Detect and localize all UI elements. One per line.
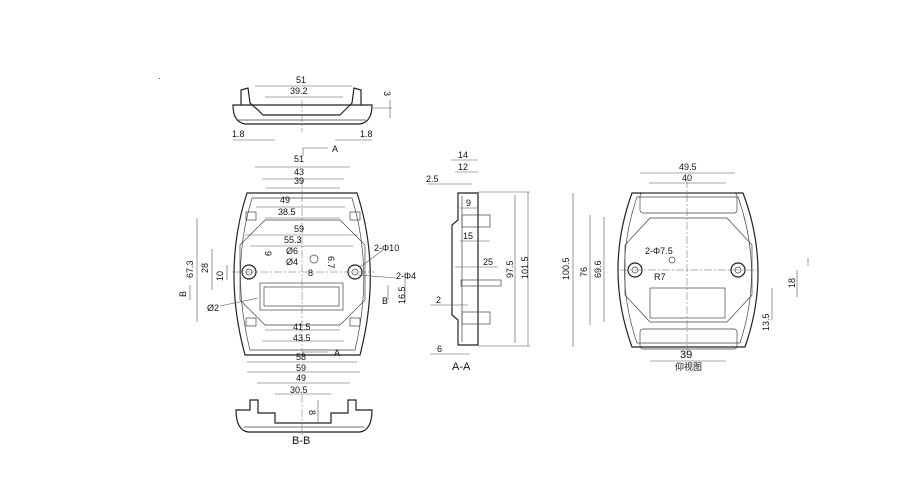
dim-label: 8 (308, 268, 313, 278)
bottom-view: 49.5 40 100.5 76 69.6 2-Φ7.5 R7 18 13.5 … (561, 162, 809, 372)
dim-label: 16.5 (397, 286, 407, 304)
dim-label: 97.5 (505, 260, 515, 278)
dim-label: 6.7 (326, 256, 336, 269)
dim-label: 38.5 (278, 207, 296, 217)
dim-label: 55.3 (284, 235, 302, 245)
dim-label: 30.5 (290, 385, 308, 395)
dim-label: 39 (294, 176, 304, 186)
dim-label: 49.5 (679, 162, 697, 172)
section-mark: B (382, 296, 388, 306)
top-section-walls (240, 87, 362, 116)
dim-label: 9 (466, 198, 471, 208)
center-hole (309, 254, 319, 264)
bb-section-view: 59 49 30.5 8 B-B (235, 363, 373, 447)
dim-label: 51 (294, 154, 304, 164)
bottom-inner-octagon (624, 217, 753, 323)
dim-label: 28 (200, 263, 210, 273)
section-label: B-B (292, 435, 310, 447)
dim-label: 6 (437, 344, 442, 354)
dim-label: 49 (296, 373, 306, 383)
dim-label: 58 (296, 352, 306, 362)
dim-label: 1.8 (360, 129, 373, 139)
hole-label: 2-Φ10 (374, 243, 399, 253)
top-section-view: 51 39.2 3 1.8 1.8 A (232, 75, 392, 156)
dim-label: 39.2 (290, 86, 308, 96)
dim-label: 41.5 (293, 322, 311, 332)
dim-label: 8 (307, 410, 317, 415)
hole-label: Ø4 (286, 257, 298, 267)
section-mark: A (332, 144, 338, 154)
dim-label: 1.8 (232, 129, 245, 139)
bb-section-body (235, 399, 373, 433)
hole-label: Ø2 (207, 303, 219, 313)
front-inner-octagon (239, 219, 366, 326)
dim-label: 69.6 (593, 260, 603, 278)
dim-label: 101.5 (520, 256, 530, 279)
top-section-body (232, 104, 373, 125)
dim-label: 2.5 (426, 174, 439, 184)
dim-label: 59 (296, 363, 306, 373)
dim-label: 12 (458, 162, 468, 172)
center-hole (668, 256, 676, 264)
aa-section-body (451, 192, 479, 346)
dim-label: 59 (294, 224, 304, 234)
dim-label: 3 (382, 91, 392, 96)
dim-label: 67.3 (185, 260, 195, 278)
hole-label: 2-Φ4 (396, 271, 416, 281)
corner-mark: . (158, 71, 161, 81)
dim-label: 9 (263, 251, 273, 256)
view-label: 仰视图 (675, 361, 702, 372)
front-view: 51 43 39 49 38.5 59 55.3 Ø6 Ø4 2-Φ10 2-Φ… (178, 154, 416, 363)
dim-label: 18 (787, 278, 797, 288)
dim-label: 15 (463, 231, 473, 241)
dim-label: 76 (579, 267, 589, 277)
dim-label: 25 (483, 257, 493, 267)
dim-label: 13.5 (761, 313, 771, 331)
dim-label: 100.5 (561, 257, 571, 280)
dim-label: 2 (436, 295, 441, 305)
radius-label: R7 (654, 272, 666, 282)
hole-label: 2-Φ7.5 (645, 246, 673, 256)
dim-label: 40 (682, 173, 692, 183)
bottom-body-outline (617, 192, 759, 348)
aa-section-view: 14 12 2.5 9 15 25 97.5 101.5 2 6 A-A (426, 150, 530, 373)
front-window (259, 282, 344, 311)
dim-label: 10 (215, 271, 225, 281)
front-body-outline (233, 192, 371, 356)
dim-label: 49 (280, 195, 290, 205)
hole-label: Ø6 (286, 246, 298, 256)
dim-label: 43 (294, 167, 304, 177)
section-mark: B (178, 291, 188, 297)
dim-label: 51 (296, 75, 306, 85)
dim-label: 39 (680, 349, 692, 361)
mount-hole-right (730, 262, 746, 278)
section-label: A-A (452, 361, 471, 373)
dim-label: 14 (458, 150, 468, 160)
section-mark: A (334, 348, 340, 358)
dim-label: 43.5 (293, 333, 311, 343)
